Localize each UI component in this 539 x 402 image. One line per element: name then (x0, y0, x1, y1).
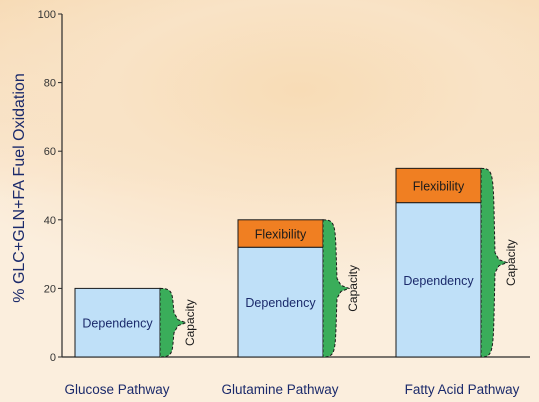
bar-label-dependency: Dependency (403, 274, 474, 288)
capacity-bracket (322, 219, 351, 358)
x-tick-label: Fatty Acid Pathway (405, 382, 520, 397)
x-tick-label: Glutamine Pathway (221, 382, 338, 397)
x-tick-label: Glucose Pathway (64, 382, 169, 397)
bar-label-dependency: Dependency (245, 296, 316, 310)
y-tick-label: 20 (44, 283, 56, 295)
capacity-label: Capacity (346, 265, 360, 312)
capacity-label: Capacity (183, 299, 197, 346)
capacity-label: Capacity (504, 239, 518, 286)
bar-flexibility (395, 167, 482, 204)
bar-dependency (395, 202, 482, 358)
y-axis-label: % GLC+GLN+FA Fuel Oxidation (11, 73, 28, 302)
capacity-bracket (159, 287, 188, 358)
x-tick-labels: Glucose Pathway Glutamine Pathway Fatty Ac… (64, 382, 519, 397)
y-tick-label: 0 (50, 352, 56, 364)
bar-label-flexibility: Flexibility (255, 228, 307, 242)
y-tick-label: 60 (44, 146, 56, 158)
capacity-bracket (480, 167, 509, 358)
bar-label-flexibility: Flexibility (413, 180, 465, 194)
bar-label-dependency: Dependency (82, 317, 153, 331)
bar-dependency (74, 287, 161, 358)
y-tick-label: 100 (38, 9, 56, 21)
bar-dependency (237, 246, 324, 358)
y-tick-label: 80 (44, 78, 56, 90)
y-tick-label: 40 (44, 215, 56, 227)
